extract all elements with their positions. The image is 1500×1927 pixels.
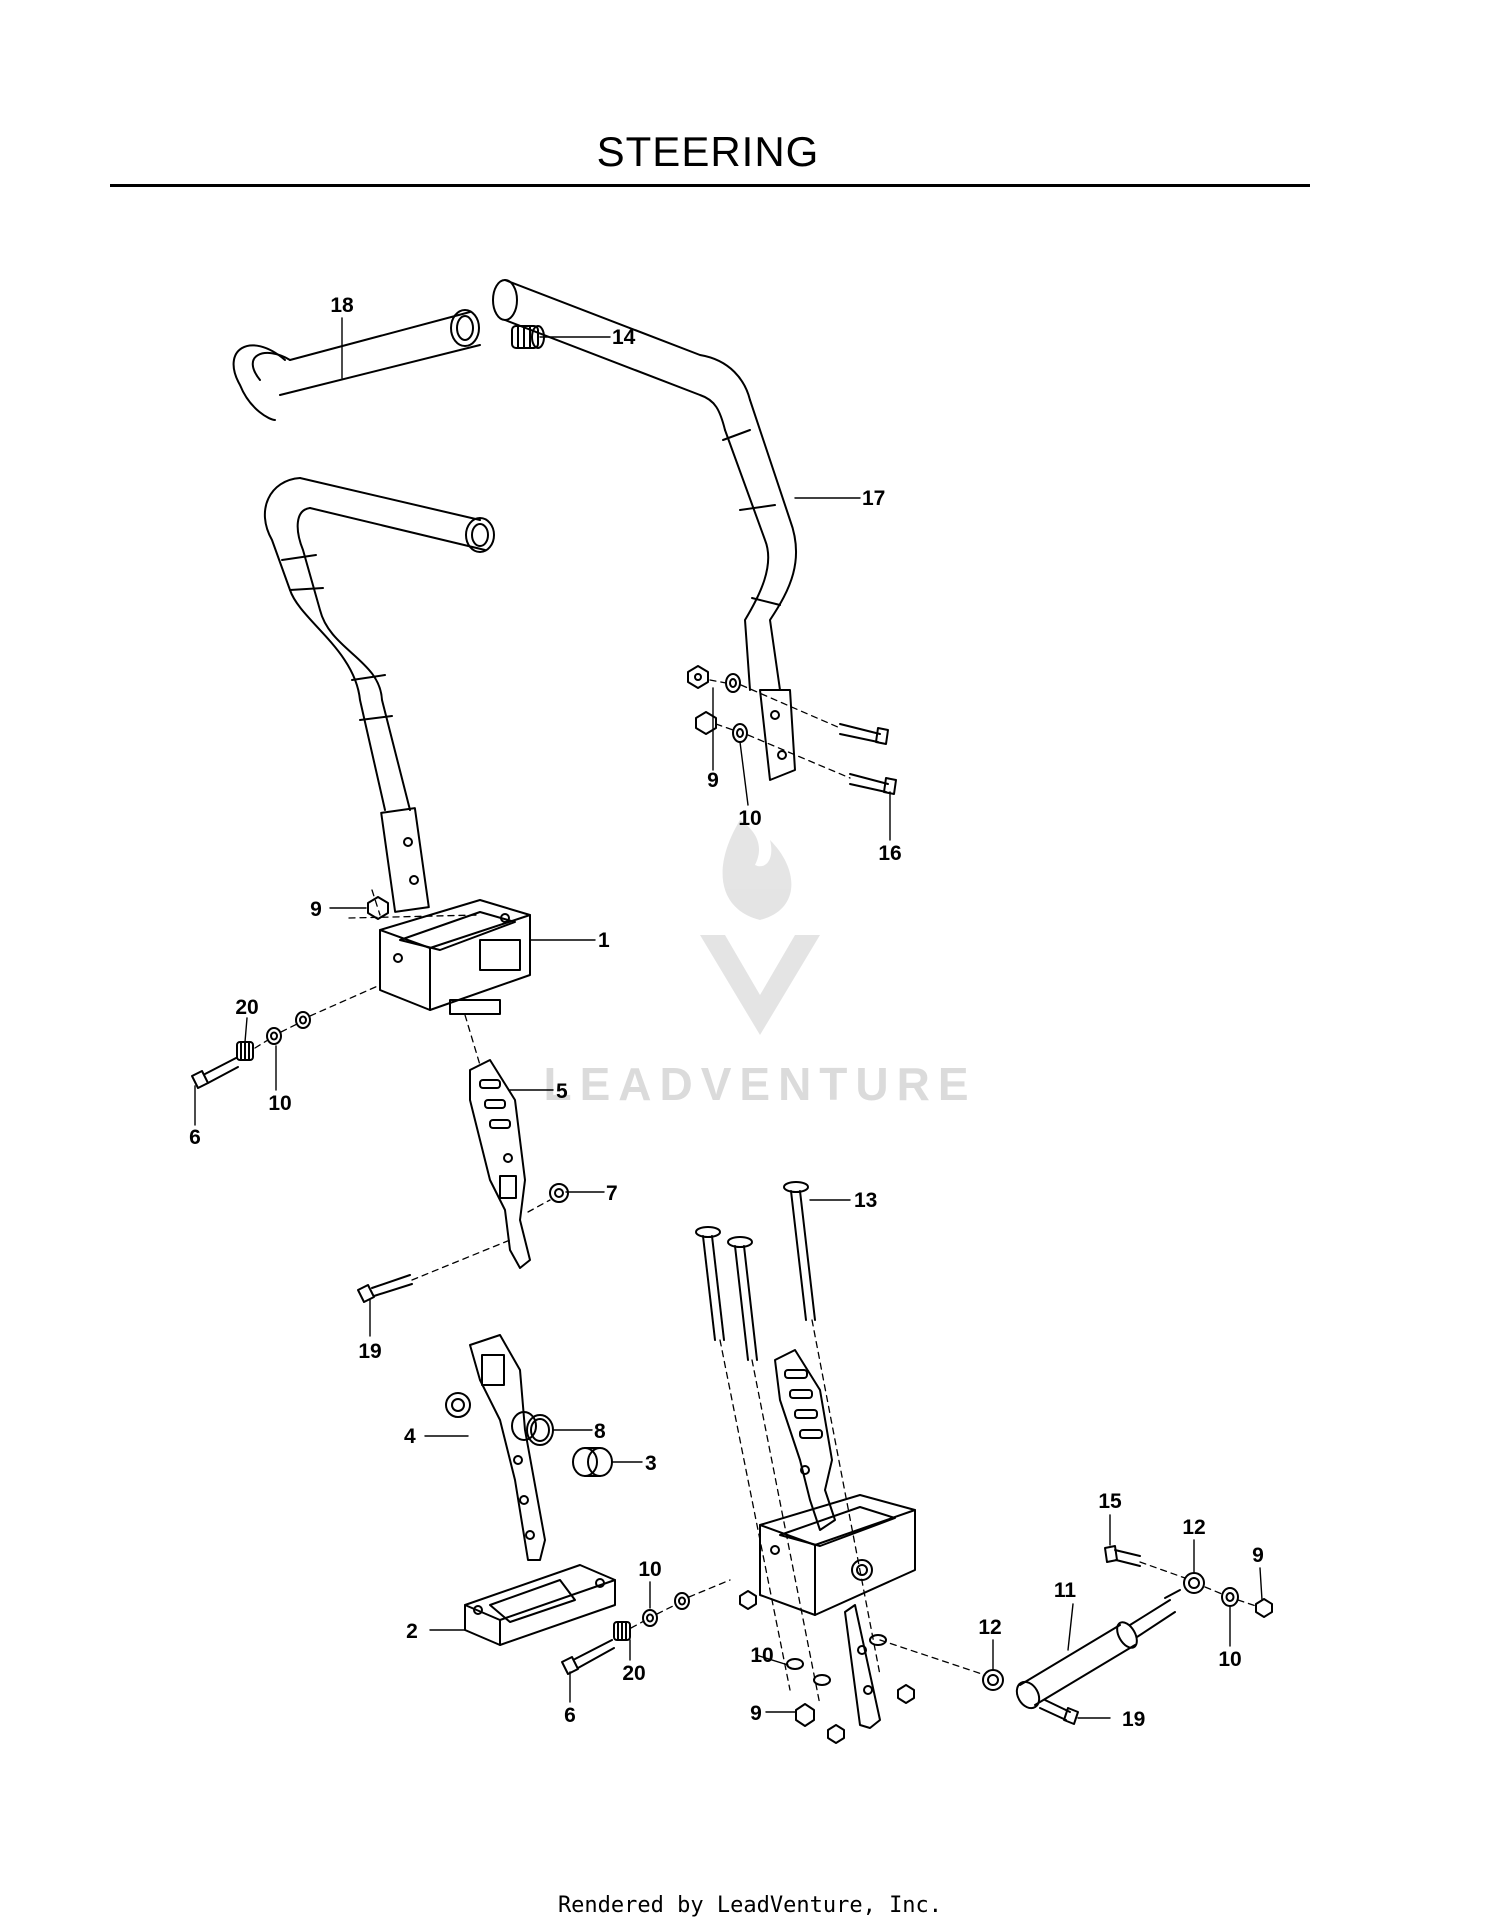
washer-10-right-icon	[1221, 1587, 1239, 1607]
watermark-text: LEADVENTURE	[543, 1058, 976, 1110]
callout-19-lower: 19	[1122, 1708, 1145, 1731]
nut-12-low-icon	[982, 1669, 1004, 1691]
plug-14-icon	[511, 325, 545, 349]
callout-12-lower: 12	[978, 1616, 1001, 1639]
pivot-arm-4-icon	[445, 1334, 546, 1561]
nut-9-upper-icon	[687, 665, 709, 689]
nut-20-icon	[236, 1041, 254, 1061]
right-steering-handle-17-icon	[492, 279, 798, 781]
callout-19-upper: 19	[358, 1340, 381, 1363]
page-title: STEERING	[596, 128, 820, 175]
washer-10-icon	[732, 723, 748, 743]
nut-9-icon	[695, 711, 717, 735]
callout-labels: 18 14 17 9 10 16 9 1 20 10 6 5 7 13 19 8…	[189, 294, 1264, 1731]
callout-8: 8	[594, 1420, 606, 1443]
nut-9-mid-icon	[367, 896, 389, 920]
handle-grip-18-icon	[232, 309, 481, 421]
callout-11: 11	[1054, 1579, 1077, 1602]
callout-10-right: 10	[1218, 1648, 1241, 1671]
washer-10-mid-icon	[266, 1027, 282, 1045]
washer-10-low-a-icon	[674, 1592, 690, 1610]
washer-10-mid-upper-icon	[295, 1011, 311, 1029]
callout-16: 16	[878, 842, 901, 865]
callout-10-upper: 10	[738, 807, 761, 830]
callout-15: 15	[1098, 1490, 1122, 1513]
callout-14: 14	[612, 326, 636, 349]
mount-bracket-assembly-icon	[759, 1494, 916, 1729]
bushing-3-icon	[572, 1447, 613, 1477]
nut-9-right-icon	[1255, 1598, 1273, 1618]
footer-credit: Rendered by LeadVenture, Inc.	[557, 1893, 943, 1918]
nut-20-low-icon	[613, 1621, 631, 1641]
callout-5: 5	[556, 1080, 568, 1103]
callout-6-lower: 6	[564, 1704, 576, 1727]
callout-1: 1	[598, 929, 610, 952]
callout-17: 17	[862, 487, 885, 510]
callout-10-lower: 10	[750, 1644, 773, 1667]
callout-9-lower: 9	[750, 1702, 762, 1725]
damper-11-icon	[1015, 1589, 1181, 1710]
control-lever-assembly-icon	[774, 1349, 836, 1531]
callout-9-mid: 9	[310, 898, 322, 921]
bolt-13-icon	[695, 1181, 816, 1361]
bolt-16-icon	[849, 773, 897, 795]
callout-12-upper: 12	[1182, 1516, 1205, 1539]
callout-20-upper: 20	[235, 996, 258, 1019]
bolt-19-low-icon	[1039, 1699, 1079, 1725]
lower-nuts-icon	[739, 1590, 915, 1744]
callout-7: 7	[606, 1182, 618, 1205]
bolt-19-upper-icon	[357, 1274, 413, 1303]
callout-9-upper: 9	[707, 769, 719, 792]
callout-4: 4	[404, 1425, 416, 1448]
nut-9-low-icon	[795, 1703, 815, 1727]
bolt-15-icon	[1104, 1545, 1141, 1567]
washer-10-low-b-icon	[642, 1609, 658, 1627]
bushing-8-icon	[526, 1414, 554, 1446]
callout-3: 3	[645, 1452, 657, 1475]
nut-12-upper-icon	[1183, 1572, 1205, 1594]
base-bracket-2-icon	[464, 1564, 616, 1646]
watermark-logo: LEADVENTURE	[543, 820, 976, 1110]
left-steering-handle-icon	[263, 477, 495, 913]
callout-9-right: 9	[1252, 1544, 1264, 1567]
washer-10-upper-icon	[725, 673, 741, 693]
callout-18: 18	[330, 294, 354, 317]
bolt-6-upper-icon	[191, 1057, 239, 1089]
bolt-16-upper-icon	[839, 723, 889, 745]
title-divider	[110, 184, 1310, 187]
callout-10-mid: 10	[268, 1092, 291, 1115]
callout-20-lower: 20	[622, 1662, 645, 1685]
callout-2: 2	[406, 1620, 418, 1643]
mount-bracket-1-icon	[379, 899, 531, 1015]
leader-lines	[194, 317, 1263, 1719]
callout-10-lower-left: 10	[638, 1558, 661, 1581]
callout-13: 13	[854, 1189, 877, 1212]
bolt-6-low-icon	[561, 1639, 615, 1675]
nut-7-icon	[549, 1183, 569, 1203]
control-lever-5-icon	[469, 1059, 531, 1269]
callout-6-upper: 6	[189, 1126, 201, 1149]
